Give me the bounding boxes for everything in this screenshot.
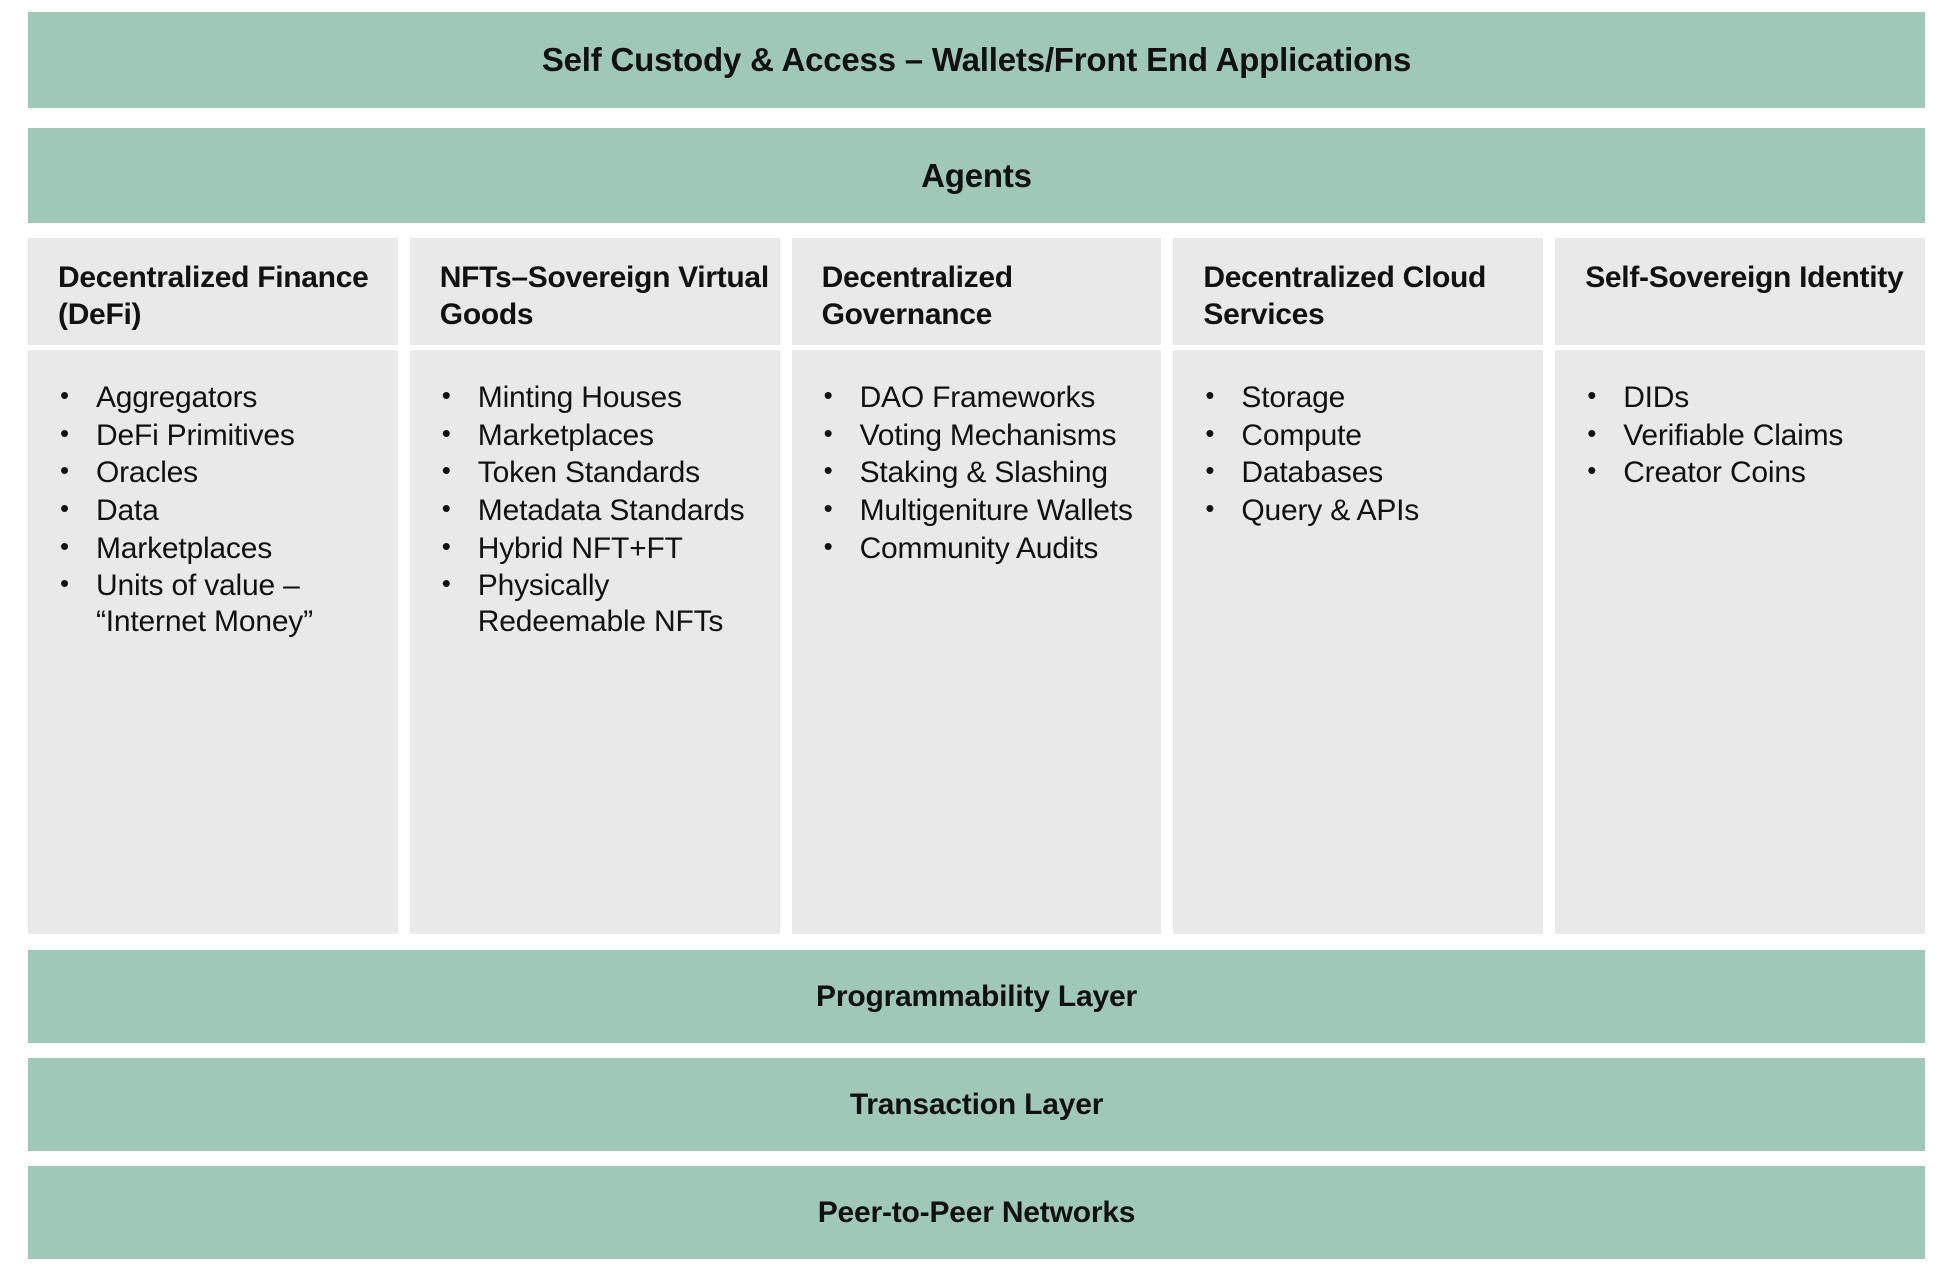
layer-peer-to-peer-networks: Peer-to-Peer Networks xyxy=(28,1166,1925,1259)
layer-programmability: Programmability Layer xyxy=(28,950,1925,1043)
pillar-body-decentralized-finance: Aggregators DeFi Primitives Oracles Data… xyxy=(28,350,398,934)
list-item: Voting Mechanisms xyxy=(820,417,1148,454)
list-item: Physically Redeemable NFTs xyxy=(438,567,766,639)
list-item: DIDs xyxy=(1583,379,1911,416)
pillar-header-self-sovereign-identity: Self-Sovereign Identity xyxy=(1555,238,1925,345)
pillar-item-list: DAO Frameworks Voting Mechanisms Staking… xyxy=(820,379,1148,567)
list-item: Metadata Standards xyxy=(438,492,766,529)
pillar-header-nfts-sovereign-virtual-goods: NFTs–Sovereign Virtual Goods xyxy=(409,238,780,345)
list-item: Multigeniture Wallets xyxy=(820,492,1148,529)
pillar-decentralized-governance: Decentralized Governance DAO Frameworks … xyxy=(791,238,1162,934)
list-item: Compute xyxy=(1201,417,1529,454)
list-item: Token Standards xyxy=(438,454,766,491)
layer-peer-to-peer-networks-label: Peer-to-Peer Networks xyxy=(817,1195,1136,1229)
layer-agents-label: Agents xyxy=(921,156,1032,194)
list-item: Units of value – “Internet Money” xyxy=(56,567,384,639)
pillar-header-decentralized-finance: Decentralized Finance (DeFi) xyxy=(28,238,398,345)
list-item: Minting Houses xyxy=(438,379,766,416)
pillar-header-decentralized-cloud-services: Decentralized Cloud Services xyxy=(1173,238,1544,345)
list-item: Oracles xyxy=(56,454,384,491)
pillar-decentralized-finance: Decentralized Finance (DeFi) Aggregators… xyxy=(28,238,398,934)
pillar-body-decentralized-governance: DAO Frameworks Voting Mechanisms Staking… xyxy=(791,350,1162,934)
list-item: DAO Frameworks xyxy=(820,379,1148,416)
pillar-header-decentralized-governance: Decentralized Governance xyxy=(791,238,1162,345)
layer-transaction: Transaction Layer xyxy=(28,1058,1925,1151)
list-item: Marketplaces xyxy=(56,530,384,567)
layer-programmability-label: Programmability Layer xyxy=(816,979,1137,1013)
layer-agents: Agents xyxy=(28,128,1925,223)
list-item: Creator Coins xyxy=(1583,454,1911,491)
list-item: Marketplaces xyxy=(438,417,766,454)
pillar-item-list: Minting Houses Marketplaces Token Standa… xyxy=(438,379,766,640)
list-item: Staking & Slashing xyxy=(820,454,1148,491)
pillar-body-decentralized-cloud-services: Storage Compute Databases Query & APIs xyxy=(1173,350,1544,934)
list-item: Storage xyxy=(1201,379,1529,416)
list-item: Hybrid NFT+FT xyxy=(438,530,766,567)
pillar-item-list: DIDs Verifiable Claims Creator Coins xyxy=(1583,379,1911,491)
layer-transaction-label: Transaction Layer xyxy=(849,1087,1104,1121)
layer-self-custody-access-label: Self Custody & Access – Wallets/Front En… xyxy=(541,41,1412,78)
pillar-body-self-sovereign-identity: DIDs Verifiable Claims Creator Coins xyxy=(1555,350,1925,934)
list-item: DeFi Primitives xyxy=(56,417,384,454)
list-item: Aggregators xyxy=(56,379,384,416)
list-item: Databases xyxy=(1201,454,1529,491)
pillar-title-text: NFTs–Sovereign Virtual Goods xyxy=(439,261,769,331)
pillar-decentralized-cloud-services: Decentralized Cloud Services Storage Com… xyxy=(1173,238,1544,934)
pillar-title-text: Decentralized Cloud Services xyxy=(1203,261,1487,331)
layer-self-custody-access: Self Custody & Access – Wallets/Front En… xyxy=(28,12,1925,108)
pillar-body-nfts-sovereign-virtual-goods: Minting Houses Marketplaces Token Standa… xyxy=(409,350,780,934)
pillar-title-text: Self-Sovereign Identity xyxy=(1585,261,1904,294)
pillar-title-text: Decentralized Finance (DeFi) xyxy=(58,261,369,331)
list-item: Community Audits xyxy=(820,530,1148,567)
pillar-row: Decentralized Finance (DeFi) Aggregators… xyxy=(28,238,1925,934)
list-item: Data xyxy=(56,492,384,529)
pillar-nfts-sovereign-virtual-goods: NFTs–Sovereign Virtual Goods Minting Hou… xyxy=(409,238,780,934)
pillar-item-list: Aggregators DeFi Primitives Oracles Data… xyxy=(56,379,384,640)
pillar-self-sovereign-identity: Self-Sovereign Identity DIDs Verifiable … xyxy=(1555,238,1925,934)
pillar-title-text: Decentralized Governance xyxy=(821,261,1013,331)
list-item: Query & APIs xyxy=(1201,492,1529,529)
pillar-item-list: Storage Compute Databases Query & APIs xyxy=(1201,379,1529,529)
list-item: Verifiable Claims xyxy=(1583,417,1911,454)
